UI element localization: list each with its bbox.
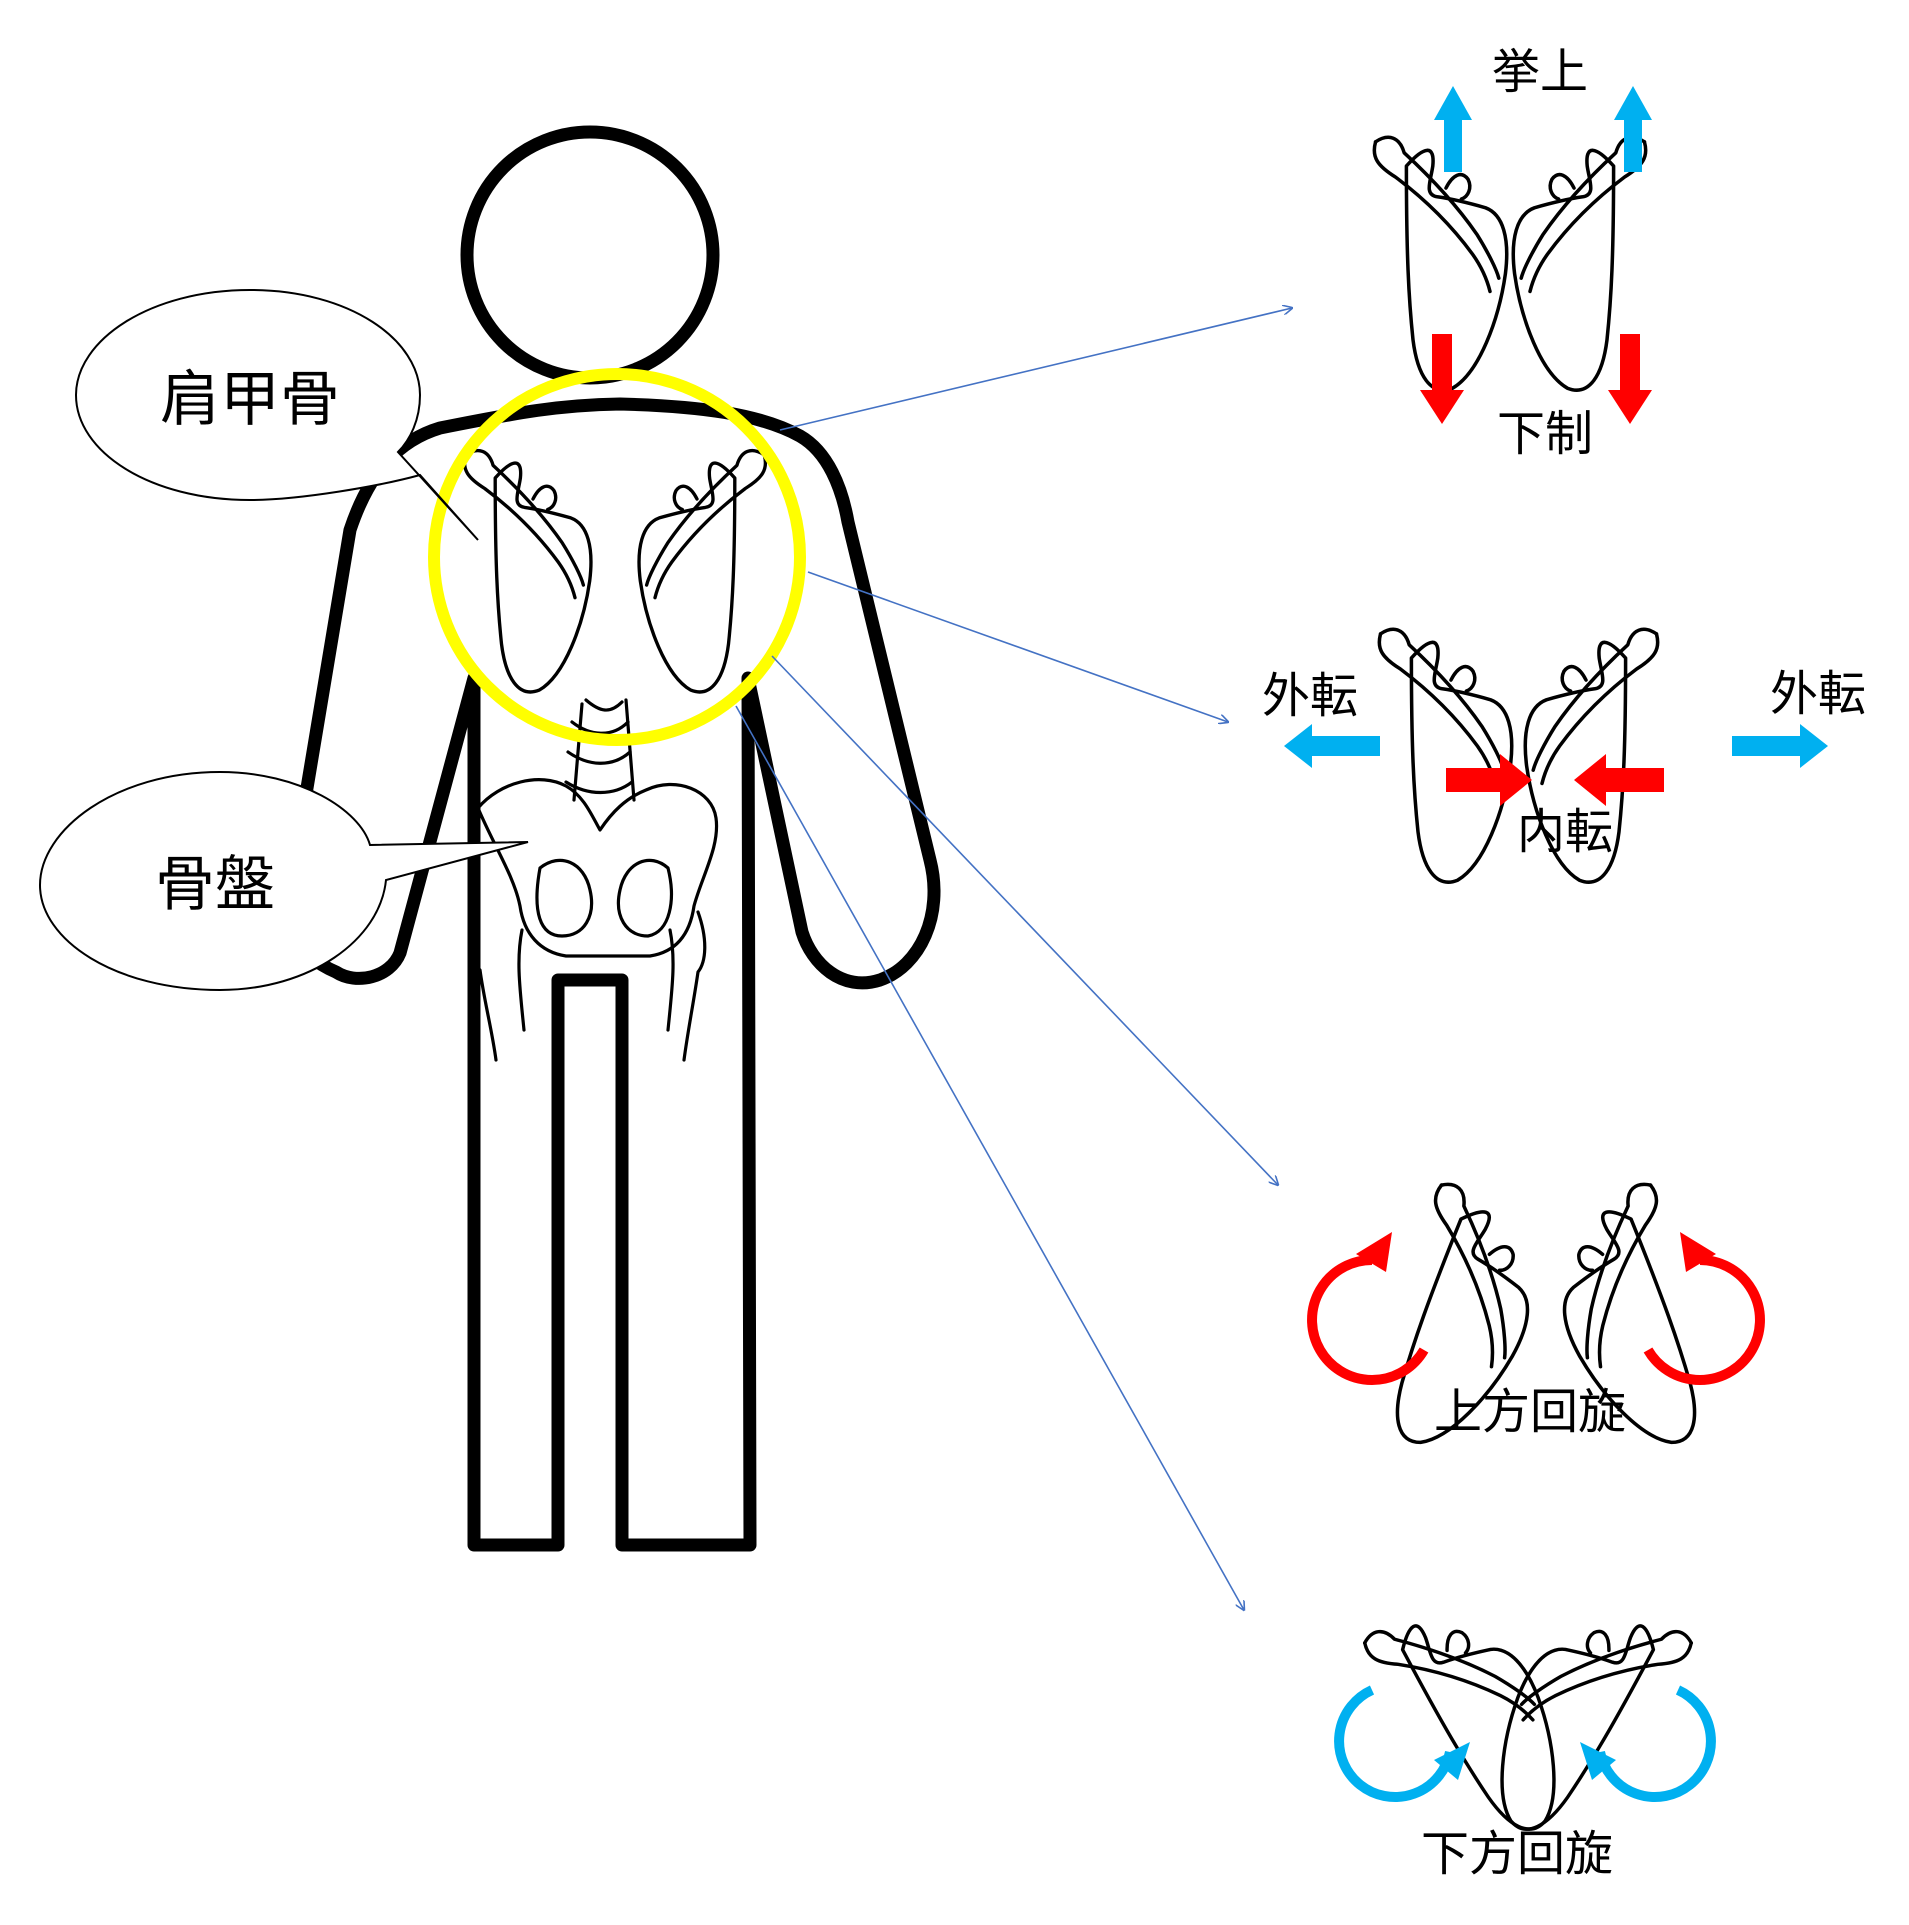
leader-upward-rotation	[772, 656, 1278, 1185]
adduction-arrow-left	[1446, 754, 1532, 806]
leader-elevation	[780, 308, 1292, 430]
scapula-highlight-circle	[434, 374, 800, 740]
body-scapula-right	[639, 451, 765, 692]
upward-rotation-arrow-left	[1312, 1232, 1424, 1380]
depression-arrow-right	[1608, 334, 1652, 424]
depression-label: 下制	[1497, 406, 1593, 462]
abduction-left-label: 外転	[1262, 668, 1358, 724]
scapula-label: 肩甲骨	[160, 365, 340, 435]
elevation-arrow-right	[1614, 86, 1652, 172]
panel-upward-rotation: 上方回旋	[1312, 1180, 1760, 1464]
abduction-arrow-right	[1732, 724, 1828, 768]
panel-abduction-adduction: 外転 外転 内転	[1262, 629, 1866, 882]
elevation-arrow-left	[1434, 86, 1472, 172]
leader-abduction	[808, 572, 1228, 722]
adduction-arrow-right	[1574, 754, 1664, 806]
downward-rotation-arrow-left	[1339, 1690, 1470, 1797]
panel-downward-rotation: 下方回旋	[1339, 1579, 1711, 1882]
scapula-callout: 肩甲骨	[76, 290, 478, 540]
upward-rotation-label: 上方回旋	[1434, 1384, 1626, 1440]
pelvis-label: 骨盤	[155, 850, 275, 920]
body-scapula-left	[465, 451, 591, 692]
pelvis-sketch	[471, 780, 717, 1060]
abduction-arrow-left	[1284, 724, 1380, 768]
adduction-label: 内転	[1517, 804, 1613, 860]
head-outline	[467, 132, 713, 378]
pelvis-callout: 骨盤	[40, 772, 528, 990]
downward-rotation-label: 下方回旋	[1421, 1826, 1613, 1882]
leader-downward-rotation	[736, 706, 1244, 1610]
panel-elevation-depression: 挙上 下制	[1374, 44, 1652, 462]
torso-outline	[288, 404, 934, 1545]
spine-sketch	[566, 700, 634, 800]
abduction-right-label: 外転	[1770, 666, 1866, 722]
elevation-label: 挙上	[1492, 44, 1588, 100]
